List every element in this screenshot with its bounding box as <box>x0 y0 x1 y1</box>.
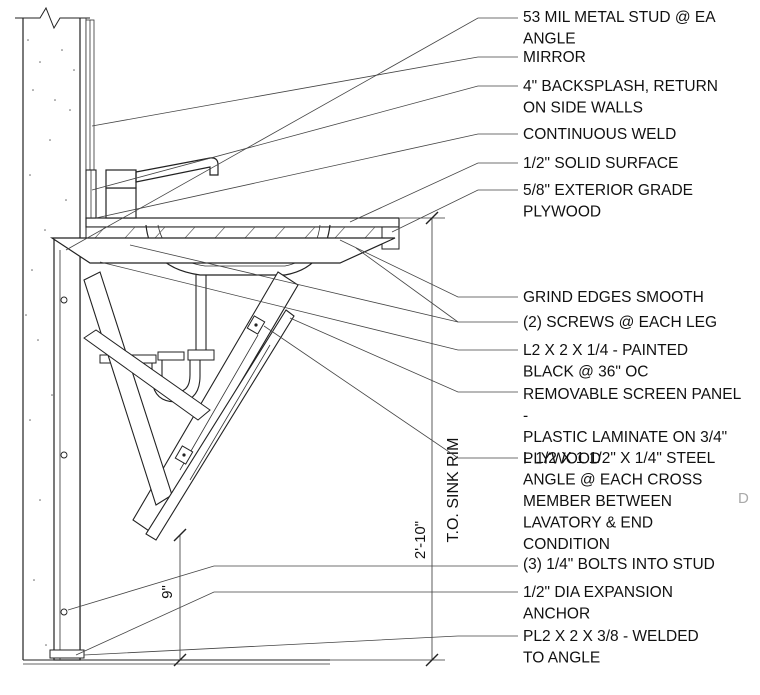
callout-label-7-line-1: GRIND EDGES SMOOTH <box>523 289 704 306</box>
callout-label-11-line-1: L 1/2 X 1 1/2" X 1/4" STEEL <box>523 450 716 467</box>
dimension-rim <box>330 211 445 667</box>
callout-label-12-line-1: (3) 1/4" BOLTS INTO STUD <box>523 556 715 573</box>
callout-label-13-line-1: 1/2" DIA EXPANSION <box>523 584 673 601</box>
callout-label-1-line-2: ANGLE <box>523 31 576 48</box>
dim-bottom-offset: 9" <box>159 585 176 599</box>
dim-rim-label: T.O. SINK RIM <box>445 438 462 543</box>
callout-label-14-line-2: TO ANGLE <box>523 650 600 667</box>
callout-label-11-line-4: LAVATORY & END <box>523 515 653 532</box>
callout-label-2-line-1: MIRROR <box>523 49 586 66</box>
callout-label-11-line-3: MEMBER BETWEEN <box>523 493 672 510</box>
dim-rim-height: 2'-10" <box>412 521 429 559</box>
bracket-frame <box>49 237 396 541</box>
leader-lines <box>65 17 518 656</box>
callout-label-9-line-2: BLACK @ 36" OC <box>523 364 648 381</box>
callout-label-11-line-5: CONDITION <box>523 536 610 553</box>
callout-label-1-line-1: 53 MIL METAL STUD @ EA <box>523 9 716 26</box>
callout-label-9-line-1: L2 X 2 X 1/4 - PAINTED <box>523 342 688 359</box>
callout-label-8-line-1: (2) SCREWS @ EACH LEG <box>523 314 717 331</box>
callout-label-3-line-1: 4" BACKSPLASH, RETURN <box>523 78 718 95</box>
callout-label-6-line-2: PLYWOOD <box>523 204 601 221</box>
callout-label-6-line-1: 5/8" EXTERIOR GRADE <box>523 182 693 199</box>
callout-label-13-line-2: ANCHOR <box>523 606 590 623</box>
callout-label-11-line-2: ANGLE @ EACH CROSS <box>523 472 702 489</box>
callout-label-10-line-2: - <box>523 408 528 425</box>
callout-label-5-line-1: 1/2" SOLID SURFACE <box>523 155 678 172</box>
callout-label-10-line-1: REMOVABLE SCREEN PANEL <box>523 386 742 403</box>
faucet <box>105 157 219 219</box>
callout-label-10-line-3: PLASTIC LAMINATE ON 3/4" <box>523 429 727 446</box>
callout-label-3-line-2: ON SIDE WALLS <box>523 100 643 117</box>
support-angle <box>49 239 85 661</box>
callout-label-10-line-4: PLYWOOD <box>523 451 601 468</box>
dimension-bottom <box>173 528 187 667</box>
edge-mark: D <box>738 490 749 507</box>
callout-label-4-line-1: CONTINUOUS WELD <box>523 126 676 143</box>
callout-label-14-line-1: PL2 X 2 X 3/8 - WELDED <box>523 628 699 645</box>
